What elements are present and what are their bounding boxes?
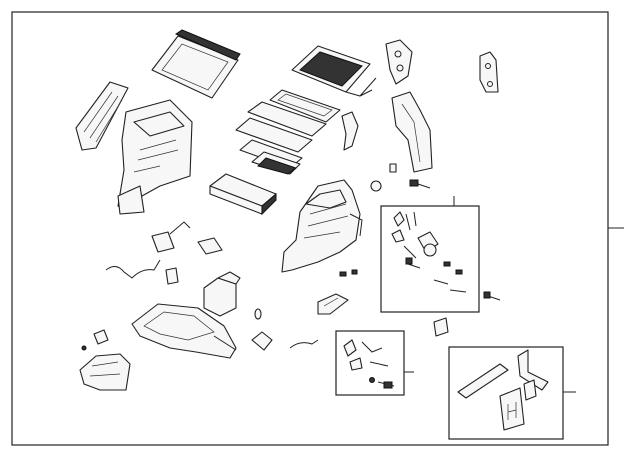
drain-parts <box>79 329 131 391</box>
air-filter-frame <box>151 29 241 99</box>
heater-tray <box>209 173 277 216</box>
inset-box-seal-kit <box>448 346 576 440</box>
mounting-bracket <box>385 39 499 93</box>
actuator-motor <box>203 271 262 320</box>
clip-parts <box>341 111 431 192</box>
blower-housing <box>117 99 193 215</box>
filter-stack <box>235 89 341 175</box>
sensor-parts <box>251 269 501 351</box>
blower-duct <box>75 81 129 151</box>
evaporator-core <box>291 45 377 97</box>
side-duct <box>391 91 433 173</box>
inset-box-door-linkage <box>380 196 480 313</box>
wiring-harness <box>105 221 223 285</box>
inset-box-lever-kit <box>335 330 414 396</box>
lower-case <box>131 303 237 359</box>
hvac-case <box>281 179 363 273</box>
